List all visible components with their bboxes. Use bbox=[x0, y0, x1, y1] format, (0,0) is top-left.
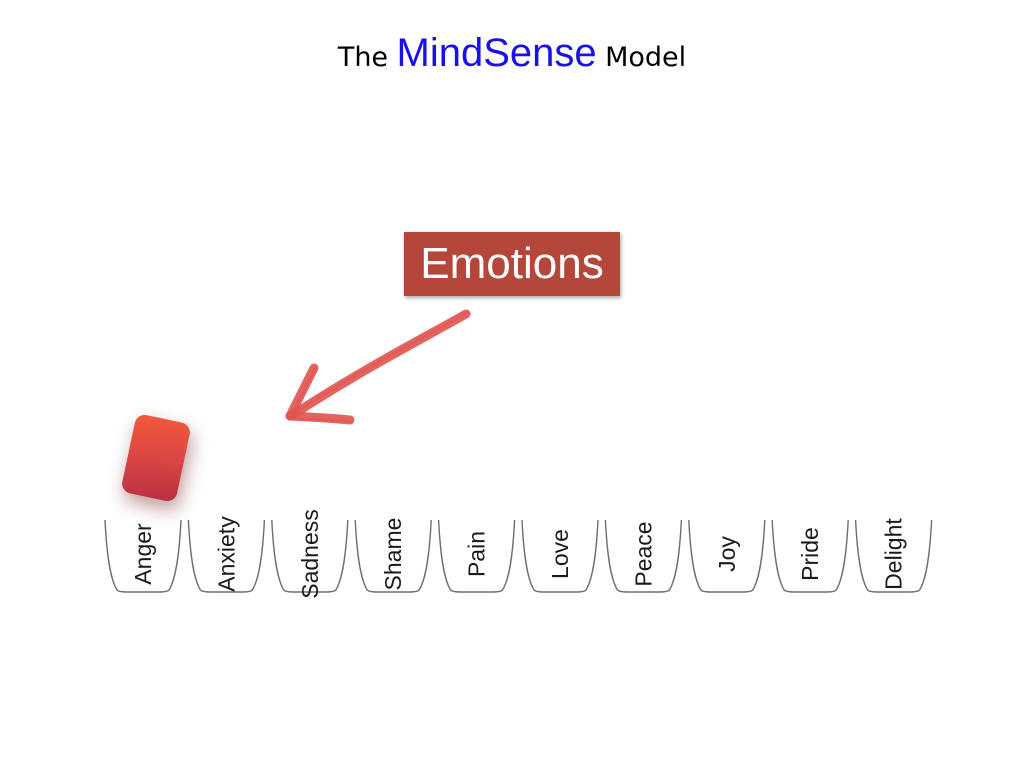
emotion-cups: Anger Anxiety Sadness Shame Pain Love Peace Joy… bbox=[104, 509, 933, 599]
cup-peace: Peace bbox=[604, 519, 683, 593]
cup-anxiety: Anxiety bbox=[187, 516, 266, 593]
cup-label: Peace bbox=[630, 521, 656, 586]
cup-outline bbox=[688, 519, 766, 593]
title-prefix: The bbox=[337, 42, 389, 73]
cup-label: Sadness bbox=[297, 509, 323, 599]
page-title: The MindSense Model bbox=[0, 28, 1024, 87]
cup-anger: Anger bbox=[104, 519, 182, 593]
cup-joy: Joy bbox=[688, 519, 766, 593]
cup-outline bbox=[354, 519, 432, 593]
cup-label: Love bbox=[547, 529, 573, 579]
cup-pride: Pride bbox=[771, 519, 849, 593]
cup-outline bbox=[437, 519, 516, 593]
cup-label: Anxiety bbox=[213, 516, 239, 592]
emotion-token[interactable] bbox=[120, 413, 192, 503]
cup-label: Anger bbox=[130, 523, 156, 585]
cup-outline bbox=[104, 519, 182, 593]
cup-outline bbox=[187, 519, 266, 593]
cup-label: Delight bbox=[881, 518, 907, 590]
cup-shame: Shame bbox=[354, 518, 432, 593]
cup-delight: Delight bbox=[854, 518, 933, 593]
arrow-icon bbox=[285, 309, 471, 425]
cup-pain: Pain bbox=[437, 519, 516, 593]
emotions-label: Emotions bbox=[404, 232, 620, 296]
cup-outline bbox=[604, 519, 683, 593]
cup-outline bbox=[271, 519, 349, 593]
cup-label: Joy bbox=[714, 536, 740, 572]
cup-outline bbox=[521, 519, 599, 593]
cup-sadness: Sadness bbox=[271, 509, 349, 599]
cup-outline bbox=[771, 519, 849, 593]
cup-label: Pride bbox=[797, 527, 823, 581]
title-brand: MindSense bbox=[396, 31, 597, 75]
cup-label: Shame bbox=[380, 518, 406, 591]
cup-love: Love bbox=[521, 519, 599, 593]
cup-outline bbox=[854, 519, 933, 593]
cup-label: Pain bbox=[464, 531, 490, 577]
title-suffix: Model bbox=[605, 42, 687, 73]
